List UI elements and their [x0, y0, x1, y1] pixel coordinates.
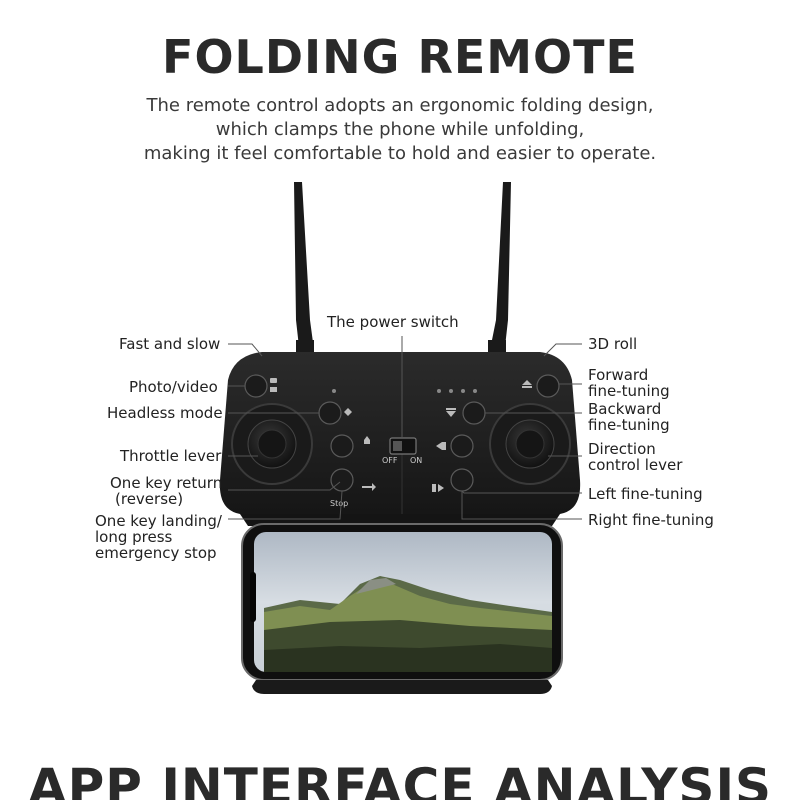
phone-clamp-bottom — [252, 680, 552, 694]
roll-3d-button — [536, 374, 560, 398]
forward-fine-tuning-button — [462, 401, 486, 425]
label-3d-roll: 3D roll — [588, 335, 638, 353]
label-one-key-return-line-1: One key return — [110, 474, 223, 492]
subtitle-line-1: The remote control adopts an ergonomic f… — [146, 95, 654, 116]
label-power-switch: The power switch — [327, 313, 459, 331]
one-key-landing-button — [330, 468, 354, 492]
label-direction-line-1: Direction — [588, 440, 656, 458]
stop-label: Stop — [330, 499, 348, 508]
label-throttle-lever: Throttle lever — [120, 447, 222, 465]
switch-on-label: ON — [410, 456, 422, 465]
subtitle-line-3: making it feel comfortable to hold and e… — [143, 143, 657, 164]
left-antenna — [294, 182, 314, 356]
label-one-key-landing-line-2: long press — [95, 528, 173, 546]
label-fast-and-slow: Fast and slow — [119, 335, 221, 353]
right-antenna — [490, 182, 511, 356]
label-one-key-return-line-2: (reverse) — [115, 490, 184, 508]
left-fine-tuning-button — [450, 468, 474, 492]
label-forward-fine-tuning: Forward fine-tuning — [588, 367, 670, 399]
subtitle-line-2: which clamps the phone while unfolding, — [215, 119, 585, 140]
label-forward-line-1: Forward — [588, 366, 649, 384]
label-direction-line-2: control lever — [588, 456, 683, 474]
headless-mode-button — [318, 401, 342, 425]
one-key-return-button — [330, 434, 354, 458]
page-title: FOLDING REMOTE — [162, 30, 638, 84]
label-left-fine-tuning: Left fine-tuning — [588, 485, 703, 503]
switch-off-label: OFF — [382, 456, 398, 465]
label-one-key-landing: One key landing/ long press emergency st… — [95, 513, 222, 561]
page-subtitle: The remote control adopts an ergonomic f… — [0, 94, 800, 166]
backward-fine-tuning-button — [450, 434, 474, 458]
label-backward-line-2: fine-tuning — [588, 416, 670, 434]
photo-video-button — [244, 374, 268, 398]
label-direction-control-lever: Direction control lever — [588, 441, 682, 473]
controller-body — [219, 352, 581, 514]
label-forward-line-2: fine-tuning — [588, 382, 670, 400]
label-photo-video: Photo/video — [129, 378, 218, 396]
bottom-section-title: APP INTERFACE ANALYSIS — [27, 758, 773, 800]
label-one-key-return: One key return (reverse) — [110, 475, 222, 507]
label-backward-line-1: Backward — [588, 400, 662, 418]
label-headless-mode: Headless mode — [107, 404, 223, 422]
label-right-fine-tuning: Right fine-tuning — [588, 511, 714, 529]
label-one-key-landing-line-3: emergency stop — [95, 544, 217, 562]
label-backward-fine-tuning: Backward fine-tuning — [588, 401, 670, 433]
label-one-key-landing-line-1: One key landing/ — [95, 512, 222, 530]
